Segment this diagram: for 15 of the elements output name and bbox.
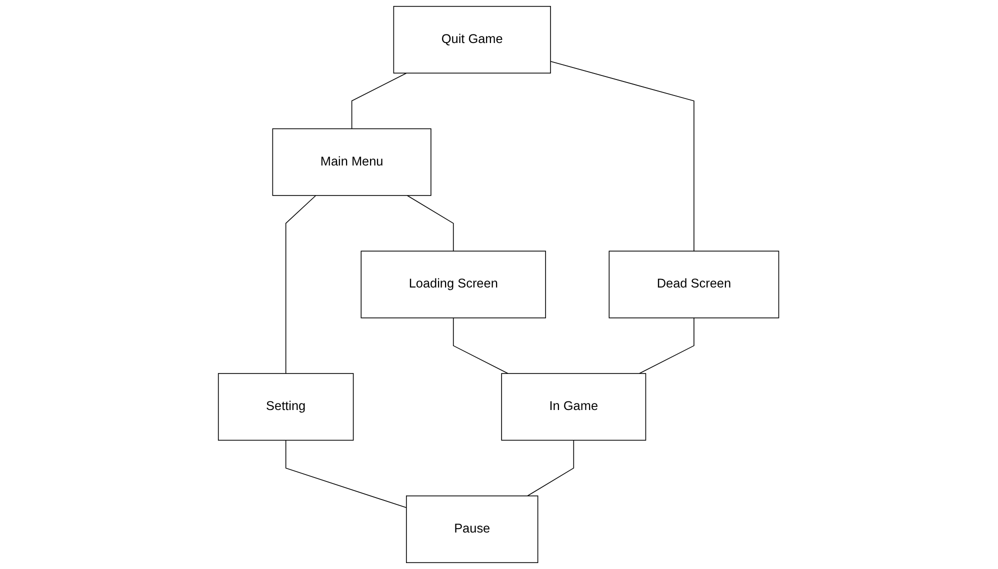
node-box: In Game	[502, 373, 647, 441]
node-box: Setting	[218, 373, 354, 441]
node-box: Dead Screen	[609, 250, 780, 318]
connector	[550, 60, 695, 252]
connector	[286, 195, 317, 374]
node-box: Loading Screen	[361, 250, 546, 318]
node-box: Main Menu	[272, 128, 432, 196]
connector	[352, 72, 408, 130]
node-box: Pause	[406, 495, 539, 564]
connector	[639, 317, 695, 374]
connector	[407, 195, 454, 252]
connector	[528, 440, 574, 496]
connector	[286, 440, 408, 508]
node-box: Quit Game	[394, 6, 552, 74]
connector	[453, 317, 509, 374]
